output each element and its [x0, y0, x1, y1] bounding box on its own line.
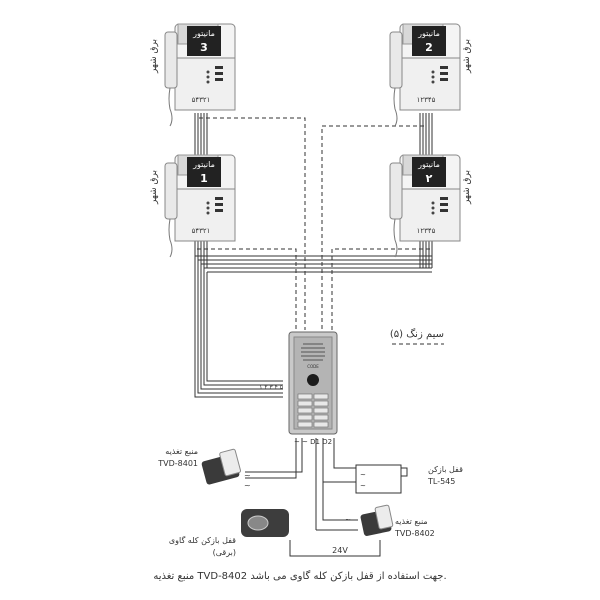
door-panel: CODE ۱ ۲ ۳ ۴ ۵ ~ ~ D1 D2	[259, 331, 338, 446]
bell-wire-legend: سیم زنگ (۵)	[390, 328, 444, 345]
handset	[164, 31, 178, 89]
bell-wire-label: سیم زنگ (۵)	[390, 328, 444, 340]
ps8401-model: TVD-8401	[157, 459, 198, 468]
ps8401-ac: ~	[244, 471, 251, 480]
panel-brand: CODE	[307, 364, 319, 369]
monitor-number: 3	[200, 41, 208, 54]
power-label: برق شهر	[149, 170, 159, 205]
wire-code: ۱۲۳۴۵	[417, 227, 436, 235]
ps8401-title: منبع تغذیه	[165, 447, 198, 456]
monitor-label: مانیتور	[192, 160, 215, 169]
monitor-screen	[187, 26, 221, 56]
panel-side-code: ۱ ۲ ۳ ۴ ۵	[259, 384, 283, 391]
monitor-label: مانیتور	[417, 29, 440, 38]
wire-code: ۱۲۳۴۵	[417, 96, 436, 104]
monitor-number: ۲	[426, 172, 433, 185]
speaker-grille	[301, 343, 325, 361]
electric-lock-title: قفل بازکن کله گاوی	[169, 535, 236, 545]
power-supply-8402: منبع تغذیه TVD-8402 ~	[345, 504, 435, 538]
ps8402-title: منبع تغذیه	[395, 517, 428, 526]
electric-lock-subtitle: (برقی)	[213, 548, 236, 557]
power-label: برق شهر	[149, 39, 159, 74]
monitor-4: مانیتور ۲ برق شهر ۱۲۳۴۵	[389, 154, 472, 258]
lock-model: TL-545	[427, 477, 455, 486]
power-label: برق شهر	[462, 170, 472, 205]
monitor-number: 1	[200, 172, 208, 185]
power-supply-8401: منبع تغذیه TVD-8401 ~ ~	[157, 447, 250, 490]
camera-icon	[307, 374, 319, 386]
monitor-2: مانیتور 2 برق شهر ۱۲۳۴۵	[389, 23, 472, 127]
footnote: منبع تغذیه TVD-8402 جهت استفاده از قفل ب…	[153, 570, 446, 582]
wire-code: ۵۴۳۲۱	[192, 227, 211, 235]
power-label: برق شهر	[462, 39, 472, 74]
monitor-1: مانیتور 1 برق شهر ۵۴۳۲۱	[149, 154, 236, 258]
lock-title: قفل بازکن	[428, 465, 463, 474]
monitor-label: مانیتور	[417, 160, 440, 169]
lock-ac: ~	[360, 471, 366, 479]
handset-cord	[168, 87, 173, 127]
ps8401-ac-2: ~	[244, 481, 251, 490]
wire-code: ۵۴۳۲۱	[192, 96, 211, 104]
lock-tl545: ~ ~ قفل بازکن TL-545	[355, 464, 463, 494]
monitor-label: مانیتور	[192, 29, 215, 38]
panel-terminals: ~ ~ D1 D2	[294, 438, 332, 446]
monitor-number: 2	[425, 41, 433, 54]
panel-buttons	[297, 393, 329, 428]
ps8402-model: TVD-8402	[394, 529, 435, 538]
electric-lock: قفل بازکن کله گاوی (برقی)	[169, 509, 289, 557]
monitor-3: مانیتور 3 برق شهر ۵۴۳۲۱	[149, 23, 236, 127]
voltage-label: 24V	[332, 546, 348, 555]
ps8402-ac: ~	[345, 516, 351, 524]
lock-ac-2: ~	[360, 482, 366, 490]
